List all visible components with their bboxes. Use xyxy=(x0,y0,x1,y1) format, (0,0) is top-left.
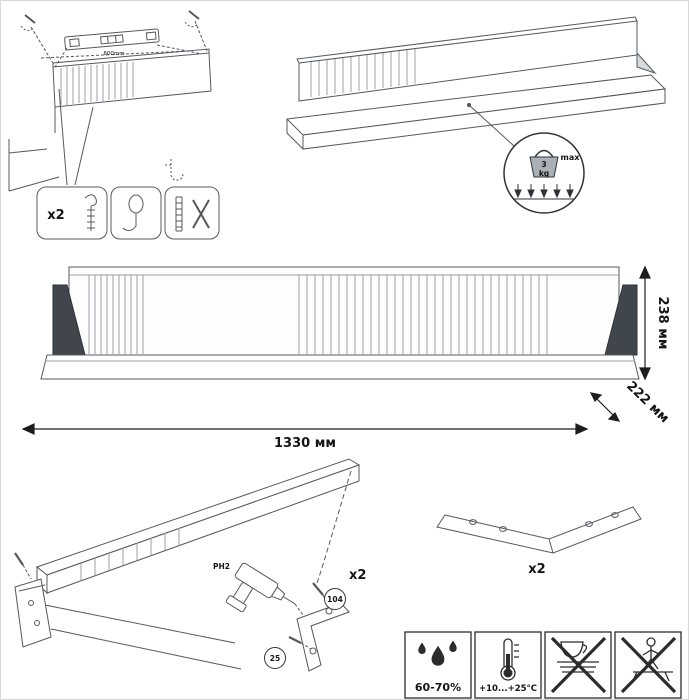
no-dowel-icon xyxy=(175,196,210,232)
humidity-icon xyxy=(418,640,457,666)
width-dimension-label: 1330 мм xyxy=(274,436,336,451)
usage-conditions: 60-70% +10...+25°C xyxy=(404,631,682,699)
shelf-load-diagram: 3 kg max xyxy=(285,16,667,214)
detail-bracket-sketch xyxy=(296,602,350,672)
depth-dimension-label: 222 мм xyxy=(623,379,671,427)
screw-icon xyxy=(288,636,312,650)
part-number-top: 104 xyxy=(327,595,343,604)
drill-icon xyxy=(225,562,296,613)
bracket-quantity-label: x2 xyxy=(528,562,545,577)
spirit-level-icon xyxy=(64,28,160,51)
mounting-pin-left-icon xyxy=(20,14,36,32)
hardware-quantity-label: x2 xyxy=(47,208,64,223)
height-dimension-label: 238 мм xyxy=(655,297,670,350)
shelf-back-panel-sketch xyxy=(52,48,212,108)
mounting-pin-right-icon xyxy=(184,10,200,28)
weight-value-label: 3 xyxy=(541,160,546,169)
no-standing-icon xyxy=(620,636,677,694)
bit-label: PH2 xyxy=(213,562,230,571)
part-number-bottom: 25 xyxy=(270,654,280,663)
temperature-label: +10...+25°C xyxy=(479,684,537,694)
screw-icon xyxy=(14,552,32,580)
wall-corner-sketch xyxy=(8,107,60,192)
left-bracket-sketch xyxy=(14,578,52,648)
load-arrows-icon xyxy=(514,184,574,200)
shelf-front-view xyxy=(40,266,640,380)
keyhole-hanger-icon xyxy=(122,194,144,232)
level-dimension-label: 800mm xyxy=(103,51,124,57)
assembly-quantity-label: x2 xyxy=(349,568,366,583)
wall-hook-icon xyxy=(164,159,184,181)
bracket-part: x2 xyxy=(436,506,642,577)
weight-icon: 3 kg xyxy=(529,149,559,178)
wall-mounting-diagram: 800mm x2 xyxy=(8,10,220,240)
temperature-icon xyxy=(500,638,519,681)
humidity-label: 60-70% xyxy=(415,681,461,694)
max-label: max xyxy=(561,153,581,162)
weight-unit-label: kg xyxy=(539,169,549,178)
hook-screw-icon xyxy=(84,194,97,231)
hardware-panel: x2 xyxy=(36,186,220,240)
no-dishes-icon xyxy=(550,636,607,694)
assembly-diagram: PH2 104 25 x2 xyxy=(14,458,366,672)
